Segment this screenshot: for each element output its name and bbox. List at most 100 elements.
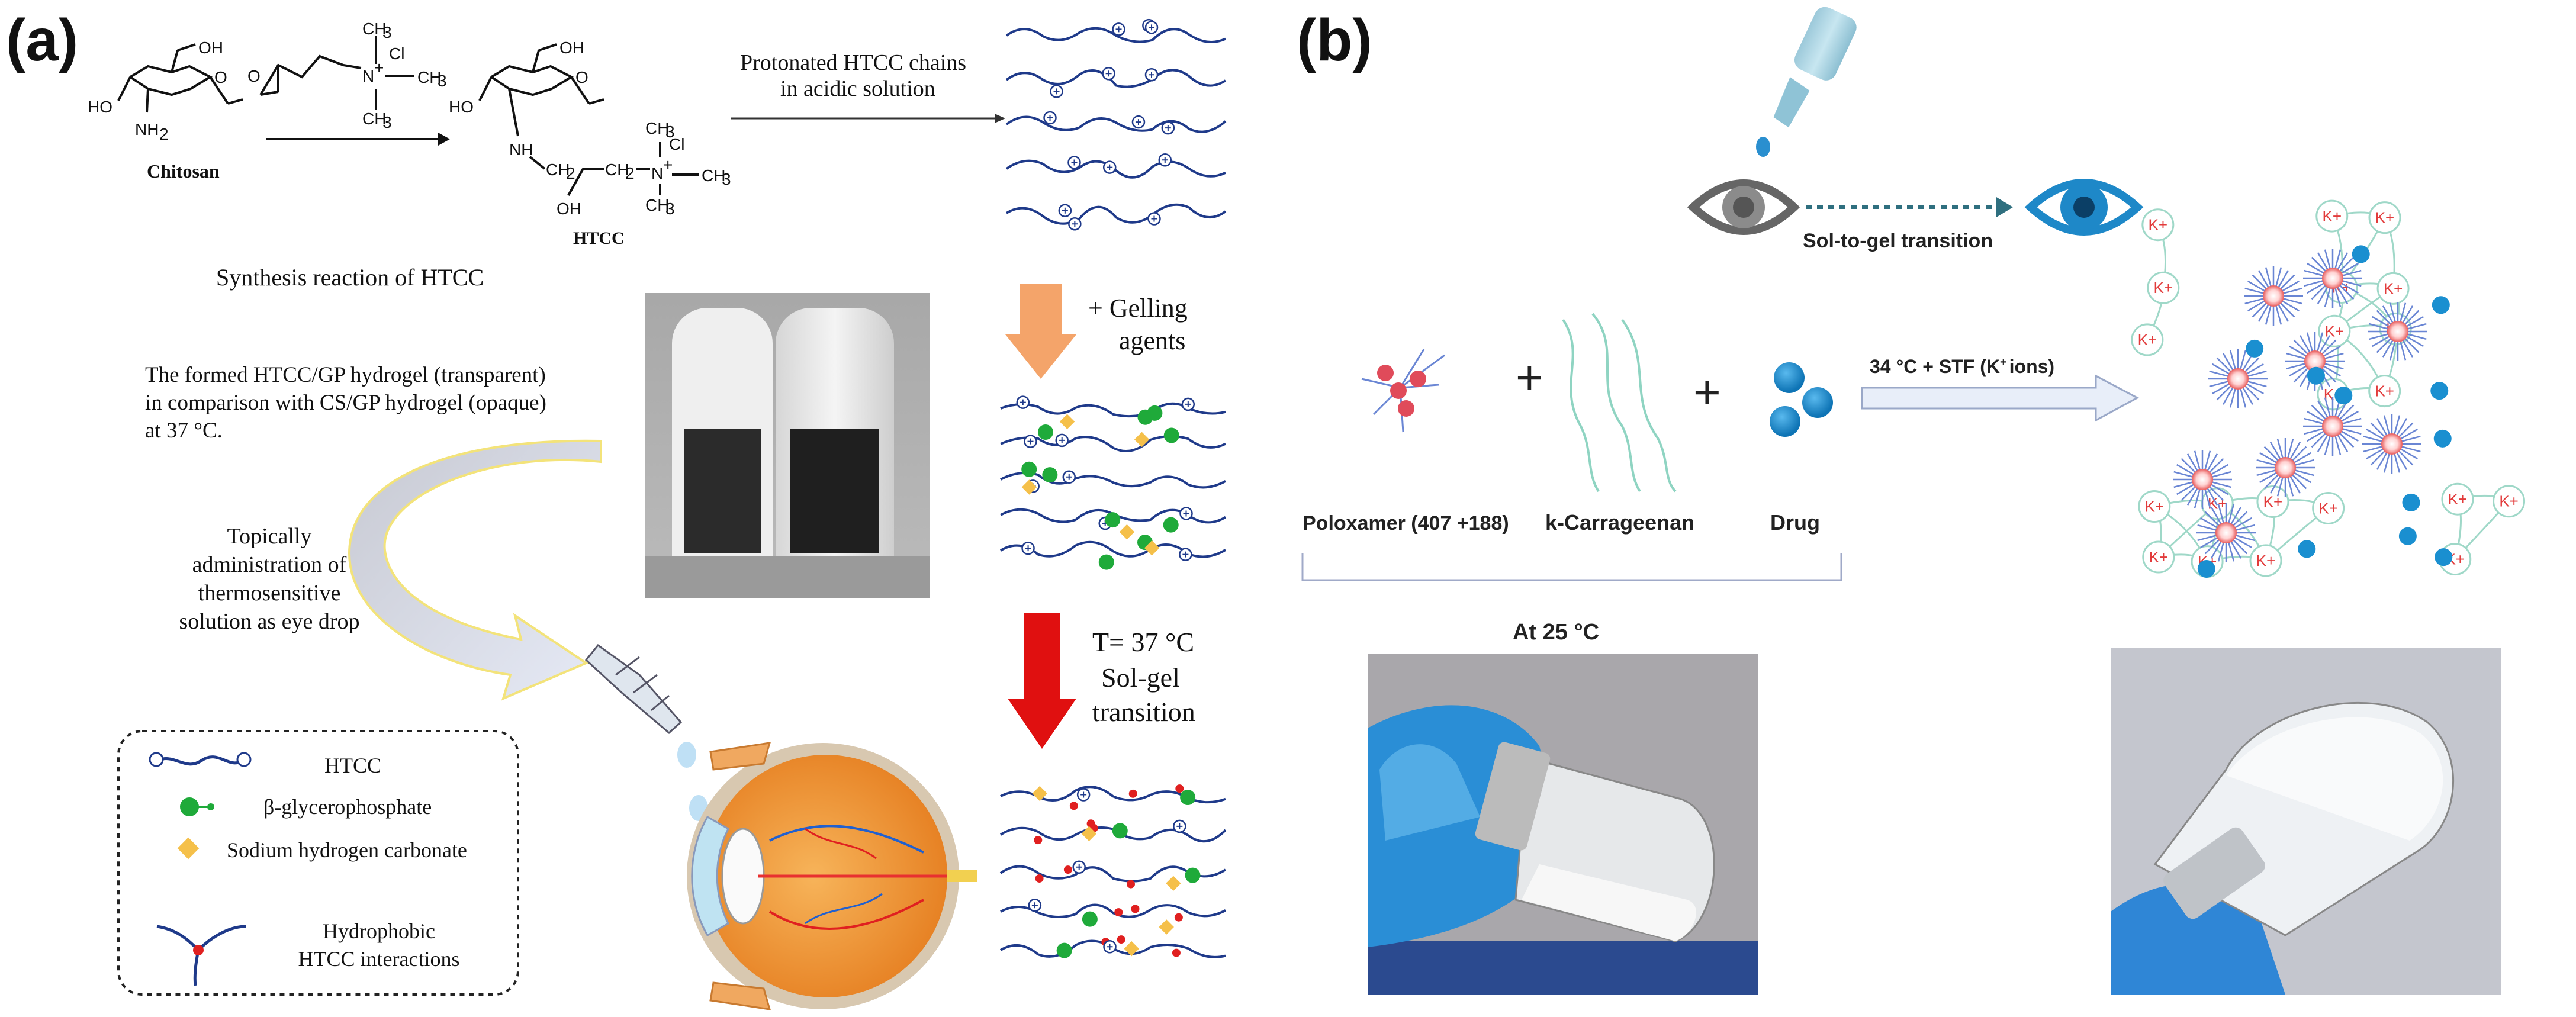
condition-arrow (1861, 374, 2140, 422)
potassium-node (2368, 375, 2401, 408)
svg-text:3: 3 (722, 170, 731, 188)
gel-network (999, 784, 1227, 958)
potassium-label: K+ (2149, 548, 2169, 566)
potassium-label: K+ (2263, 493, 2283, 511)
potassium-node (2441, 482, 2474, 516)
potassium-node (2376, 272, 2410, 305)
hydrogel-vials-photo (645, 293, 930, 598)
potassium-label: K+ (2325, 322, 2345, 340)
crosslink-point (1034, 836, 1043, 845)
reagent-ch3-right: CH 3 (417, 68, 447, 90)
vial-photo-25c (1368, 654, 1758, 995)
crosslink-point (1174, 913, 1183, 922)
svg-text:NH: NH (135, 120, 159, 139)
svg-text:2: 2 (159, 125, 169, 143)
temp-caption-2: Sol-gel (1101, 662, 1180, 693)
micelle (2303, 397, 2362, 456)
reagent-cl: Cl (389, 44, 404, 63)
micelle (2362, 414, 2421, 474)
chitosan-structure (117, 43, 243, 113)
micelle (2256, 438, 2315, 497)
micelle (2303, 249, 2362, 308)
potassium-label: K+ (2384, 279, 2403, 297)
micelle (2244, 266, 2303, 326)
htcc-oh: OH (559, 38, 584, 57)
potassium-node (2368, 201, 2401, 234)
gp-molecule (1082, 911, 1098, 927)
svg-text:N: N (651, 164, 663, 182)
protonated-chains (1005, 18, 1227, 231)
potassium-node (2315, 199, 2349, 233)
legend-hyd-1: Hydrophobic (323, 919, 435, 943)
potassium-node (2131, 323, 2164, 356)
crosslink-point (1063, 865, 1072, 874)
gp-molecule (1112, 823, 1128, 839)
shc-icon (177, 837, 200, 860)
shc-molecule (1159, 919, 1174, 935)
legend-hyd-2: HTCC interactions (298, 947, 460, 971)
drug-particle (2430, 382, 2449, 400)
polymer-chain (1000, 435, 1226, 452)
crosslink-point (1127, 880, 1136, 889)
shc-molecule (1134, 432, 1150, 448)
potassium-label: K+ (2375, 382, 2394, 400)
polymer-chain (1005, 115, 1227, 133)
crosslink-point (1086, 819, 1095, 828)
drug-particle (2197, 559, 2215, 578)
hydrogel-caption-2: in comparison with CS/GP hydrogel (opaqu… (145, 391, 546, 415)
htcc-oh2: OH (557, 199, 581, 218)
potassium-node (2256, 485, 2289, 519)
htcc-nh: NH (509, 140, 533, 159)
svg-text:+: + (663, 156, 673, 174)
reagent-structure (259, 36, 414, 110)
drug-particle (2433, 429, 2452, 448)
gp-molecule (1021, 461, 1037, 477)
vial-photo-gel (2111, 648, 2501, 995)
potassium-label: K+ (2138, 331, 2157, 349)
gp-molecule (1137, 409, 1153, 425)
svg-text:CH: CH (702, 166, 725, 185)
potassium-label: K+ (2145, 497, 2165, 515)
svg-text:CH: CH (645, 119, 669, 137)
eye-after-icon (2024, 179, 2144, 236)
reagent-ch3-bottom: CH 3 (362, 110, 392, 131)
plus-sign-2: + (1693, 366, 1721, 419)
svg-text:CH: CH (546, 160, 570, 179)
svg-text:thermosensitive: thermosensitive (198, 581, 341, 606)
condition-label: 34 °C + STF (K+ions) (1870, 356, 2054, 377)
svg-text:3: 3 (382, 23, 392, 41)
temp-caption-1: T= 37 °C (1092, 627, 1194, 657)
gp-molecule (1163, 427, 1179, 443)
crosslink-point (1114, 908, 1123, 917)
htcc-ch3-right: CH 3 (702, 166, 731, 188)
potassium-label: K+ (2154, 279, 2173, 297)
svg-text:solution as eye drop: solution as eye drop (179, 609, 359, 634)
htcc-ch3-bottom: CH 3 (645, 196, 675, 218)
drug-particle (2307, 366, 2325, 385)
svg-text:N: N (362, 67, 374, 85)
potassium-label: K+ (2256, 552, 2276, 569)
panel-b: (b) Sol-to-gel transition (1297, 7, 2526, 995)
crosslink-point (1131, 905, 1140, 913)
polymer-chain (1005, 69, 1227, 88)
eye-drop-icon (677, 742, 696, 768)
htcc-cl: Cl (669, 135, 684, 153)
polymer-chain (1005, 159, 1226, 179)
svg-text:CH: CH (645, 196, 669, 214)
gp-molecule (1056, 942, 1072, 958)
gel-network-panel-b: K+K+K+K+K+K+K+K+K+K+K+K+K+K+K+K+K+K+K+K+… (2131, 199, 2526, 578)
svg-text:Topically: Topically (227, 524, 312, 549)
crosslink-point (1035, 874, 1044, 883)
gelling-caption-1: + Gelling (1088, 294, 1188, 323)
panel-a: (a) OH O HO NH 2 Chitosan O (6, 7, 1227, 1010)
protonation-arrow (731, 114, 1005, 123)
chitosan-nh2: NH 2 (135, 120, 169, 143)
potassium-node (2318, 314, 2351, 347)
svg-text:3: 3 (382, 113, 392, 131)
htcc-ho: HO (449, 98, 474, 116)
potassium-node (2142, 540, 2175, 574)
htcc-label: HTCC (573, 228, 625, 248)
hydrogel-caption-1: The formed HTCC/GP hydrogel (transparent… (145, 363, 546, 387)
svg-text:+: + (374, 59, 384, 77)
components-bracket (1301, 553, 1842, 581)
